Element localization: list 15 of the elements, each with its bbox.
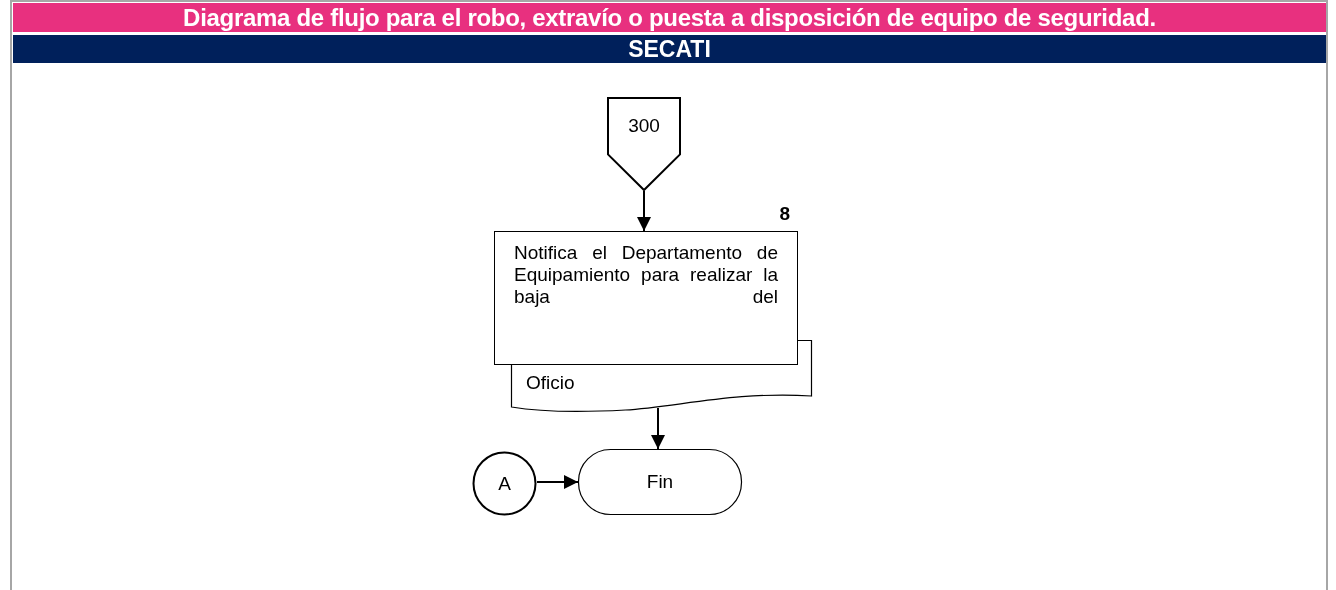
- process-box: [494, 231, 798, 365]
- arrow: [651, 407, 665, 450]
- offpage-connector: [607, 97, 681, 191]
- connector-label: A: [497, 472, 512, 495]
- lane-header: SECATI: [13, 35, 1326, 63]
- terminal-label: Fin: [645, 471, 675, 493]
- page-reference: 300: [627, 115, 661, 137]
- connector-circle: [472, 451, 537, 516]
- title-banner: Diagrama de flujo para el robo, extravío o puesta a disposición de equipo de seguridad.: [13, 3, 1326, 32]
- step-number: 8: [778, 203, 790, 225]
- arrow: [536, 475, 579, 489]
- arrow: [637, 190, 651, 232]
- process-text: Notifica el Departamento de Equipamiento para realizar la baja del: [514, 242, 778, 308]
- document-label: Oficio: [526, 372, 575, 394]
- terminal-shape: [578, 449, 742, 515]
